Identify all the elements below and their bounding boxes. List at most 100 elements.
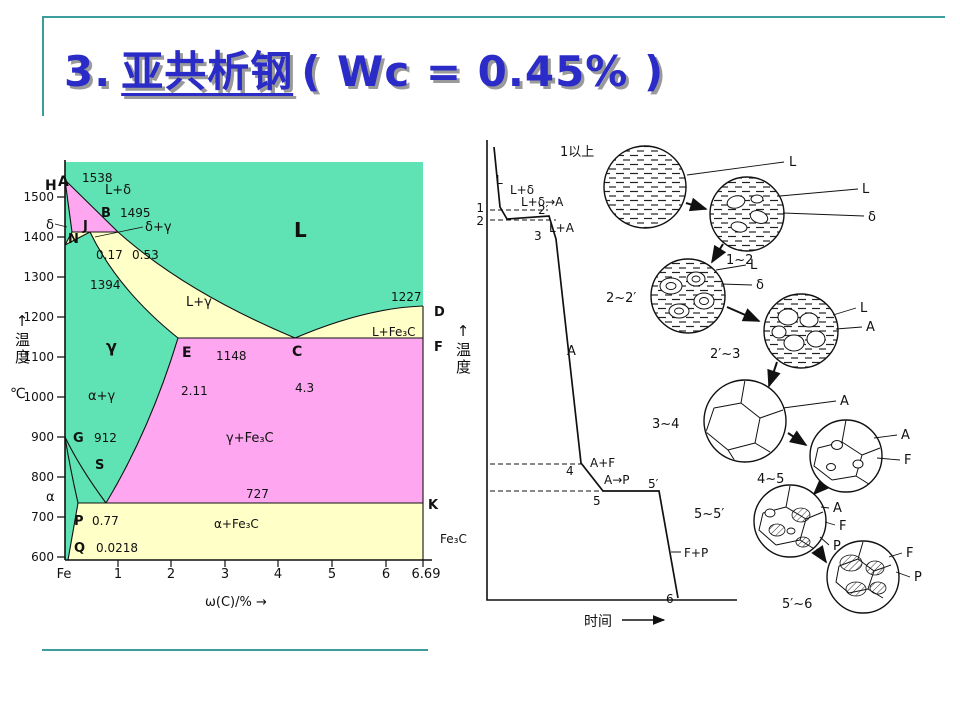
point-G: G (73, 431, 84, 446)
point-6: 6 (666, 592, 674, 606)
phase-y-tick-labels: 1500 1400 1300 1200 1100 1000 900 800 70… (23, 190, 54, 564)
microstructure-circle-1: 1以上 L (560, 145, 797, 229)
point-5: 5 (593, 494, 601, 508)
range-label: 1以上 (560, 145, 594, 160)
range-label: 1~2 (726, 253, 753, 268)
range-label: 5′~6 (782, 597, 812, 612)
value-1148: 1148 (216, 349, 247, 363)
range-label: 3~4 (652, 417, 679, 432)
point-H: H (45, 178, 57, 194)
phase-label-L: L (750, 258, 758, 273)
microstructure-circle-5: 3~4 A (652, 379, 849, 463)
range-label: 5~5′ (694, 507, 724, 522)
frame-left-line (42, 16, 44, 116)
phase-label-F: F (904, 453, 911, 468)
phase-label-delta: δ (868, 210, 876, 225)
title-number: 3. (64, 47, 112, 96)
phase-region-fills (65, 162, 423, 560)
label-delta: δ (46, 218, 54, 233)
seg-l-a: L+A (549, 221, 575, 235)
range-label: 2~2′ (606, 291, 636, 306)
point-5prime: 5′ (648, 477, 659, 491)
point-2prime: 2′ (538, 203, 549, 217)
phase-axis-ticks (57, 196, 424, 567)
value-00218: 0.0218 (96, 541, 138, 555)
phase-label-P: P (833, 539, 841, 554)
phase-label-L: L (860, 301, 868, 316)
cooling-segment-labels: L L+δ L+δ→A L+A A A+F A→P F+P (496, 173, 708, 560)
region-l-fe3c (295, 306, 423, 338)
y-tick: 1100 (23, 350, 54, 364)
x-tick: 4 (274, 567, 282, 582)
phase-label-A: A (901, 428, 910, 443)
phase-label-F: F (906, 546, 913, 561)
phase-label-P: P (914, 570, 922, 585)
phase-label-delta: δ (756, 278, 764, 293)
phase-label-A: A (833, 501, 842, 516)
phase-x-axis-title: ω(C)/% → (205, 595, 267, 610)
point-K: K (428, 498, 439, 513)
seg-a: A (567, 344, 576, 359)
seg-a-p: A→P (604, 473, 630, 487)
value-1538: 1538 (82, 171, 113, 185)
point-3: 3 (534, 229, 542, 243)
value-1495: 1495 (120, 206, 151, 220)
cooling-x-axis-title: 时间 (584, 614, 612, 630)
label-delta-gamma: δ+γ (145, 220, 172, 235)
phase-label-A: A (840, 394, 849, 409)
microstructure-circle-2: 1~2 L δ (709, 176, 876, 268)
label-fe3c-axis: Fe₃C (440, 532, 467, 546)
value-1227: 1227 (391, 290, 422, 304)
label-alpha-fe3c: α+Fe₃C (214, 517, 259, 531)
y-tick: 600 (31, 550, 54, 564)
region-liquid (65, 162, 423, 338)
frame-bottom-line (42, 649, 428, 651)
point-4: 4 (566, 464, 574, 478)
label-liquid: L (294, 218, 307, 242)
phase-y-axis-unit: ℃ (10, 386, 26, 402)
phase-point-labels: H A B J N D E C F G S K P Q (45, 174, 445, 556)
label-l-fe3c: L+Fe₃C (372, 325, 416, 339)
x-tick: 6.69 (412, 567, 441, 582)
value-053: 0.53 (132, 248, 159, 262)
region-gamma (65, 232, 178, 503)
phase-x-tick-labels: Fe 1 2 3 4 5 6 6.69 (57, 567, 441, 582)
seg-l: L (496, 173, 503, 187)
y-tick: 1400 (23, 230, 54, 244)
microstructure-circle-6: 4~5 A F (757, 419, 911, 493)
title-main-underlined: 亚共析钢 (121, 47, 294, 96)
phase-label-A: A (866, 320, 875, 335)
point-2: 2 (476, 214, 484, 228)
point-B: B (101, 206, 111, 221)
value-912: 912 (94, 431, 117, 445)
phase-label-L: L (789, 155, 797, 170)
up-arrow-icon: ↑ (454, 322, 472, 342)
point-J: J (82, 219, 88, 234)
range-label: 4~5 (757, 472, 784, 487)
up-arrow-icon: ↑ (13, 312, 31, 332)
y-tick: 700 (31, 510, 54, 524)
y-tick: 1000 (23, 390, 54, 404)
label-l-gamma: L+γ (186, 295, 212, 310)
x-tick: 5 (328, 567, 336, 582)
point-E: E (182, 345, 192, 361)
value-1394: 1394 (90, 278, 121, 292)
x-tick: 1 (114, 567, 122, 582)
iron-carbon-phase-diagram: 1500 1400 1300 1200 1100 1000 900 800 70… (23, 160, 467, 610)
phase-boundary-lines (54, 179, 424, 561)
seg-a-f: A+F (590, 456, 615, 470)
x-tick: 2 (167, 567, 175, 582)
phase-region-labels: L+δ δ δ+γ L L+γ γ α+γ L+Fe₃C γ+Fe₃C α α+… (46, 183, 467, 546)
seg-peritectic: L+δ→A (521, 195, 564, 209)
cooling-axes (486, 140, 737, 601)
point-S: S (95, 458, 104, 473)
x-tick: 6 (382, 567, 390, 582)
label-gamma: γ (106, 337, 117, 356)
microstructure-circle-8: 5′~6 F P (782, 540, 922, 614)
y-tick: 800 (31, 470, 54, 484)
microstructure-circle-4: 2′~3 L A (710, 293, 875, 369)
y-tick: 900 (31, 430, 54, 444)
microstructure-circle-3: 2~2′ L δ (606, 258, 764, 334)
phase-label-F: F (839, 519, 846, 534)
